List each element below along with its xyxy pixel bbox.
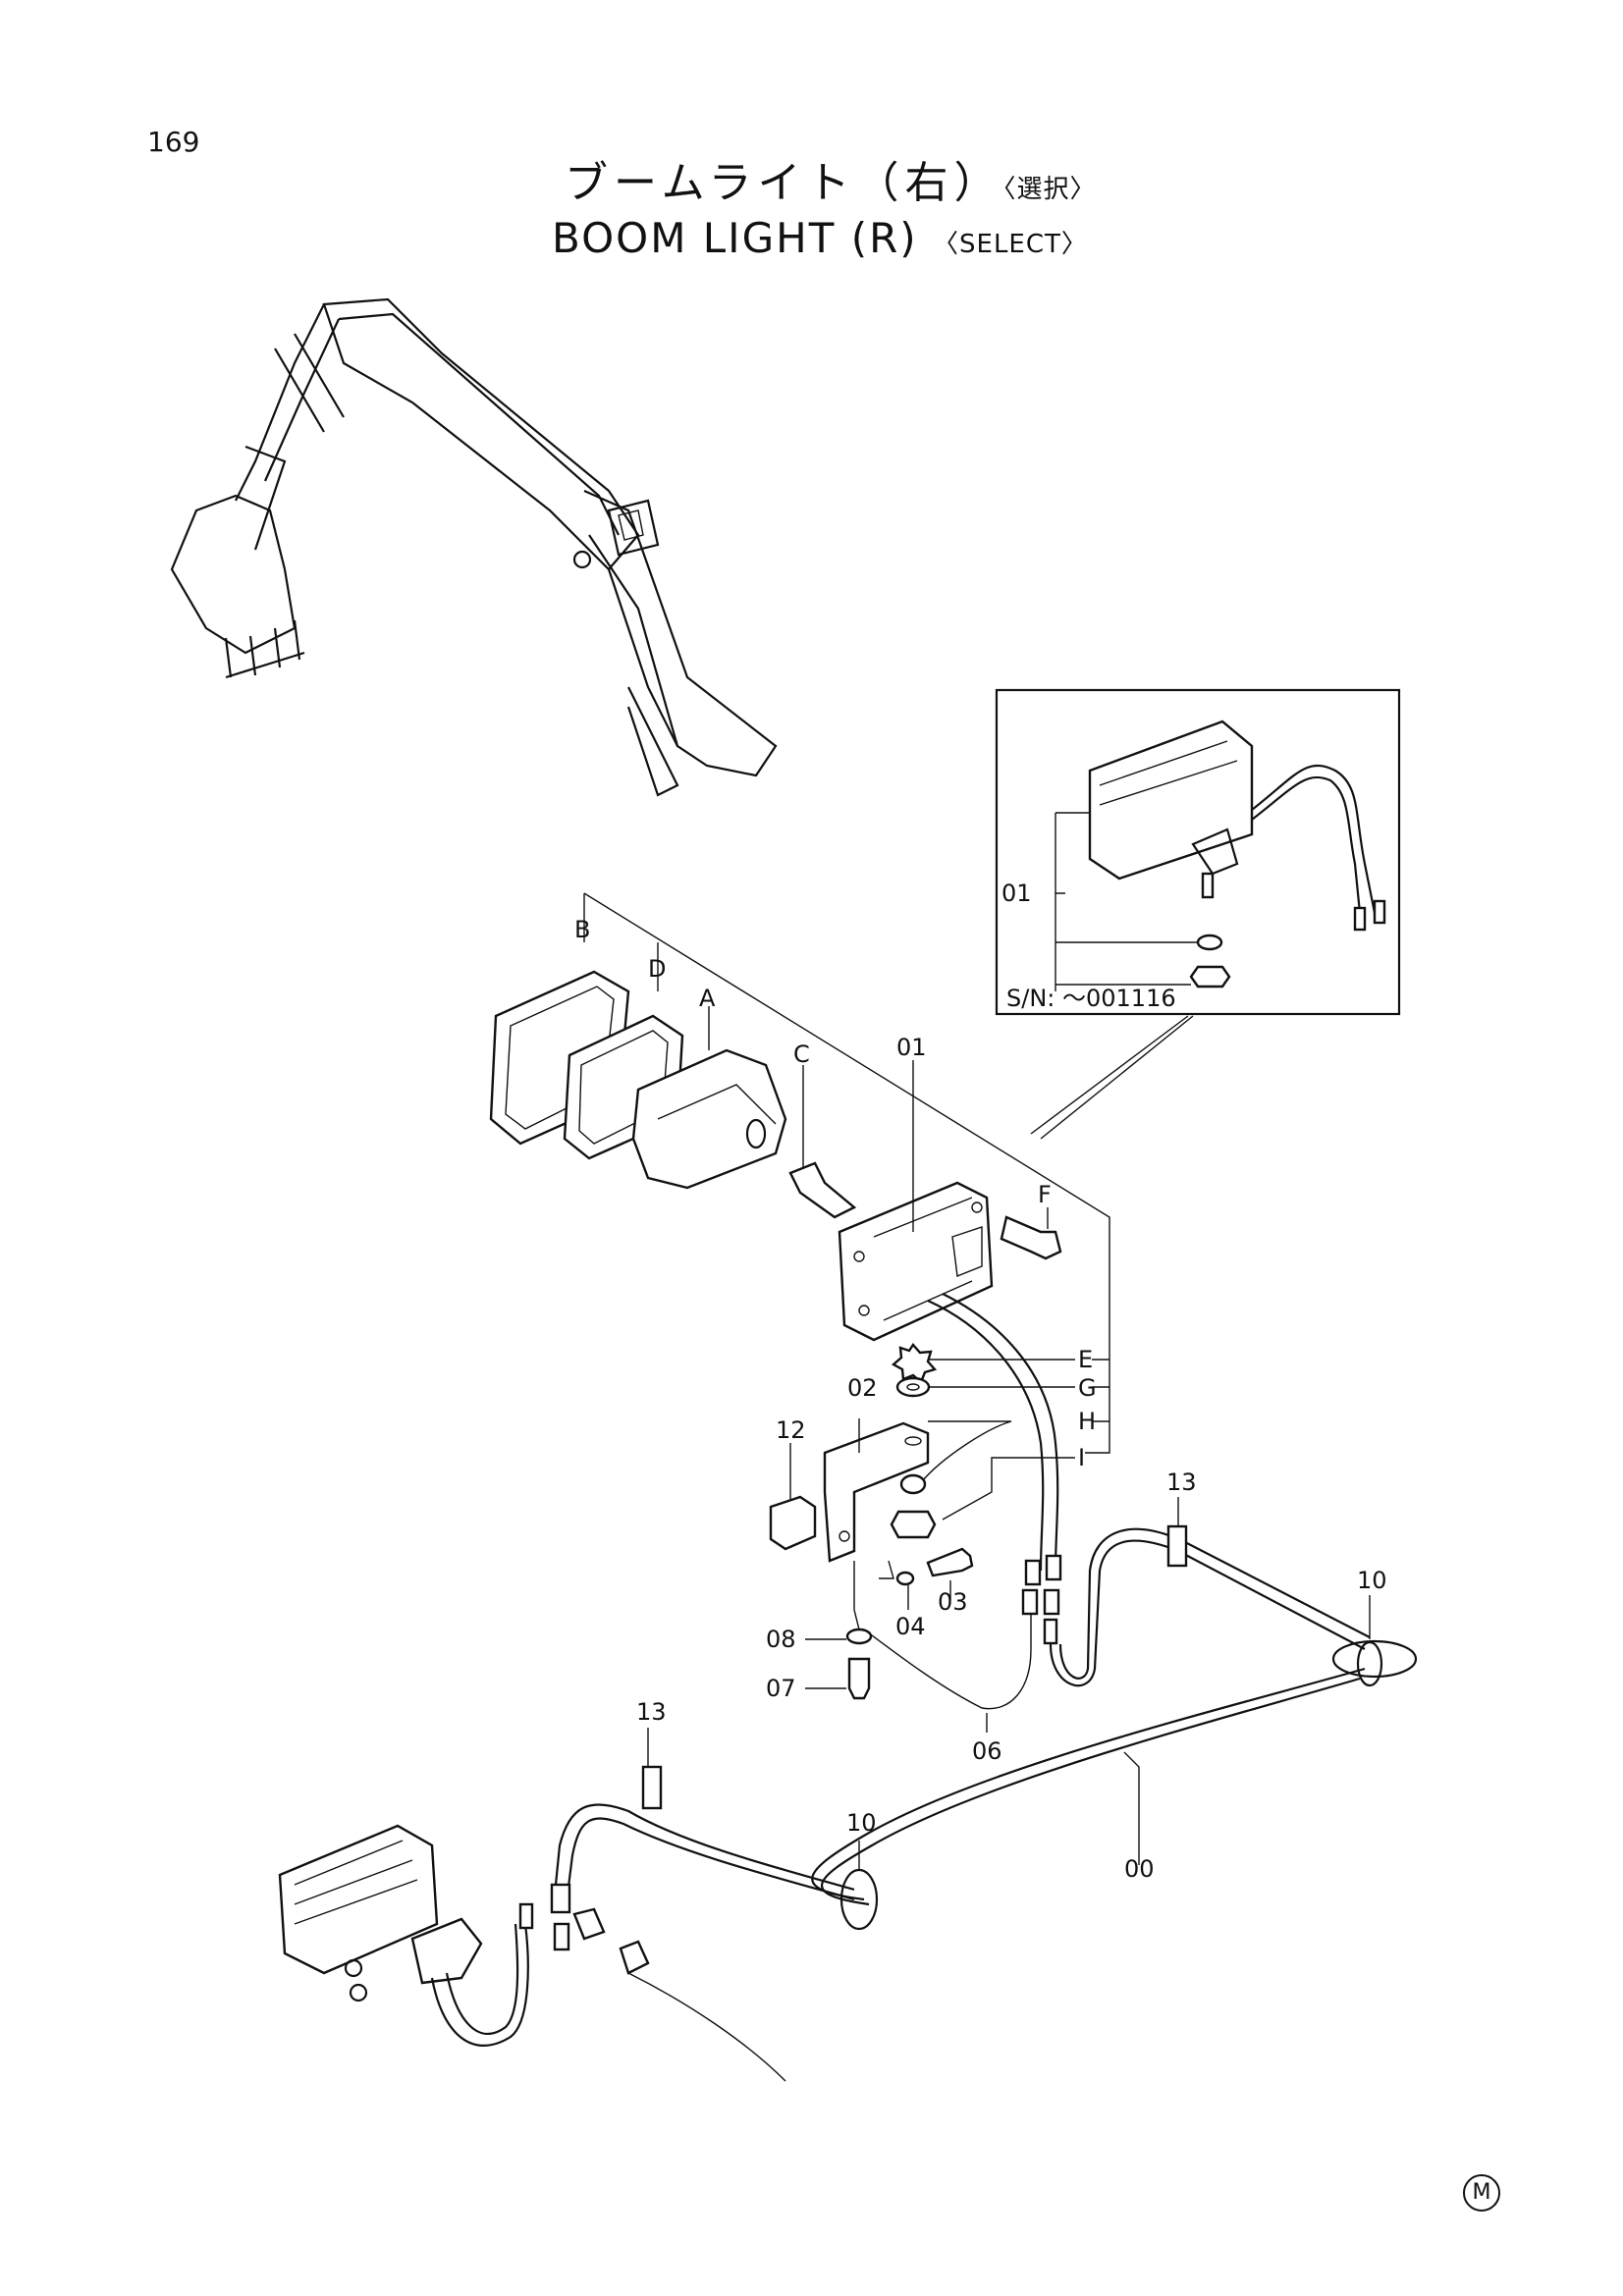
title-english: BOOM LIGHT (R) 〈SELECT〉	[552, 214, 1088, 262]
title-jp-sub: 〈選択〉	[1002, 175, 1097, 204]
inset-serial-note: S/N: ～001116	[1006, 985, 1176, 1012]
title-japanese: ブームライト（右）〈選択〉	[565, 147, 1097, 210]
lamp-assembly	[489, 970, 1062, 1710]
excavator-boom-illustration	[170, 297, 778, 797]
label-D: D	[648, 955, 666, 983]
label-C: C	[793, 1041, 810, 1068]
label-G: G	[1078, 1374, 1097, 1402]
inset-callout-01: 01	[1001, 880, 1032, 907]
label-H: H	[1078, 1408, 1096, 1435]
wire-harness	[550, 1524, 1418, 2082]
label-10-upper: 10	[1357, 1567, 1387, 1594]
label-01: 01	[896, 1034, 927, 1061]
label-I: I	[1078, 1444, 1085, 1471]
title-jp-main: ブームライト（右）	[565, 158, 1003, 208]
label-12: 12	[776, 1416, 806, 1444]
label-F: F	[1038, 1181, 1052, 1208]
mounted-lamp	[278, 1824, 534, 2047]
label-13-upper: 13	[1166, 1468, 1197, 1496]
title-en-main: BOOM LIGHT (R)	[552, 214, 918, 262]
inset-detail: 01 S/N: ～001116	[995, 688, 1401, 1016]
label-A: A	[699, 985, 716, 1012]
label-E: E	[1078, 1346, 1093, 1373]
label-13-lower: 13	[636, 1698, 667, 1726]
label-00: 00	[1124, 1855, 1155, 1883]
label-04: 04	[895, 1613, 926, 1640]
page-number: 169	[147, 126, 200, 158]
label-08: 08	[766, 1626, 796, 1653]
label-10-lower: 10	[846, 1809, 877, 1837]
label-03: 03	[938, 1588, 968, 1616]
leader-lines	[583, 892, 1110, 1733]
label-B: B	[574, 916, 590, 943]
label-06: 06	[972, 1737, 1002, 1765]
label-07: 07	[766, 1675, 796, 1702]
title-en-sub: 〈SELECT〉	[933, 230, 1088, 259]
corner-mark: M	[1463, 2174, 1500, 2212]
label-02: 02	[847, 1374, 878, 1402]
